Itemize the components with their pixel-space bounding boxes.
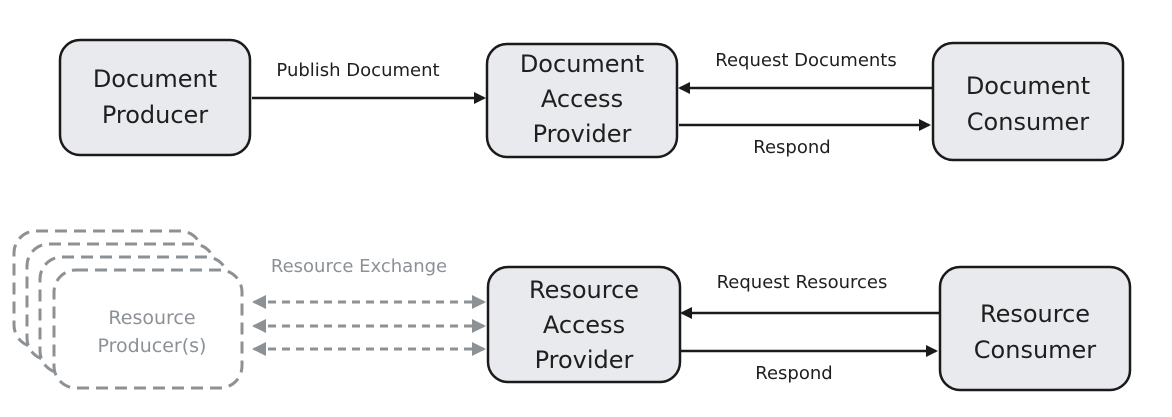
resource-respond-label: Respond — [755, 363, 832, 384]
resource-producers-line-2: Producer(s) — [98, 335, 207, 357]
document-consumer-node: Document Consumer — [931, 41, 1125, 162]
resource-consumer-line-2: Consumer — [974, 336, 1097, 364]
resource-exchange-label: Resource Exchange — [271, 256, 447, 277]
document-consumer-line-1: Document — [966, 72, 1090, 100]
document-producer-node: Document Producer — [58, 38, 252, 157]
resource-consumer-line-1: Resource — [980, 300, 1090, 328]
document-consumer-line-2: Consumer — [967, 108, 1090, 136]
resource-producers-line-1: Resource — [108, 307, 195, 329]
document-access-provider-line-2: Access — [541, 85, 623, 113]
resource-access-provider-node: Resource Access Provider — [486, 265, 682, 384]
document-access-provider-node: Document Access Provider — [485, 42, 679, 159]
publish-document-label: Publish Document — [276, 60, 439, 81]
request-resources-label: Request Resources — [717, 272, 888, 293]
document-respond-label: Respond — [753, 137, 830, 158]
document-producer-line-1: Document — [93, 65, 217, 93]
resource-access-provider-line-2: Access — [543, 311, 625, 339]
document-access-provider-line-3: Provider — [533, 120, 632, 148]
resource-access-provider-line-1: Resource — [529, 276, 639, 304]
resource-consumer-node: Resource Consumer — [938, 265, 1132, 392]
request-documents-label: Request Documents — [715, 50, 896, 71]
resource-access-provider-line-3: Provider — [535, 346, 634, 374]
document-producer-line-2: Producer — [102, 101, 208, 129]
resource-producers-stack: Resource Producer(s) — [12, 229, 244, 390]
document-access-provider-line-1: Document — [520, 50, 644, 78]
